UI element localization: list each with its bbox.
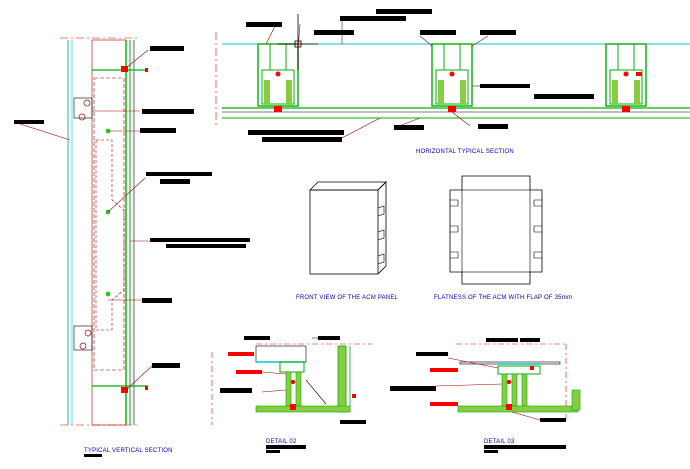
flatness-view: FLATNESS OF THE ACM WITH FLAP OF 35mm (434, 175, 572, 301)
detail-02: DETAIL 02 (211, 336, 372, 453)
detail-03-title: DETAIL 03 (484, 439, 515, 445)
detail-03: DETAIL 03 (390, 338, 581, 453)
detail-02-title: DETAIL 02 (266, 439, 297, 445)
flatness-title: FLATNESS OF THE ACM WITH FLAP OF 35mm (434, 295, 572, 301)
front-view-panel: FRONT VIEW OF THE ACM PANEL (296, 181, 399, 301)
front-view-title: FRONT VIEW OF THE ACM PANEL (296, 295, 399, 301)
vertical-section (13, 37, 250, 426)
vertical-section-scale-bar (84, 454, 102, 457)
horizontal-section: HORIZONTAL TYPICAL SECTION (215, 9, 690, 155)
horizontal-section-title: HORIZONTAL TYPICAL SECTION (416, 149, 514, 155)
vertical-section-title: TYPICAL VERTICAL SECTION (84, 448, 173, 454)
